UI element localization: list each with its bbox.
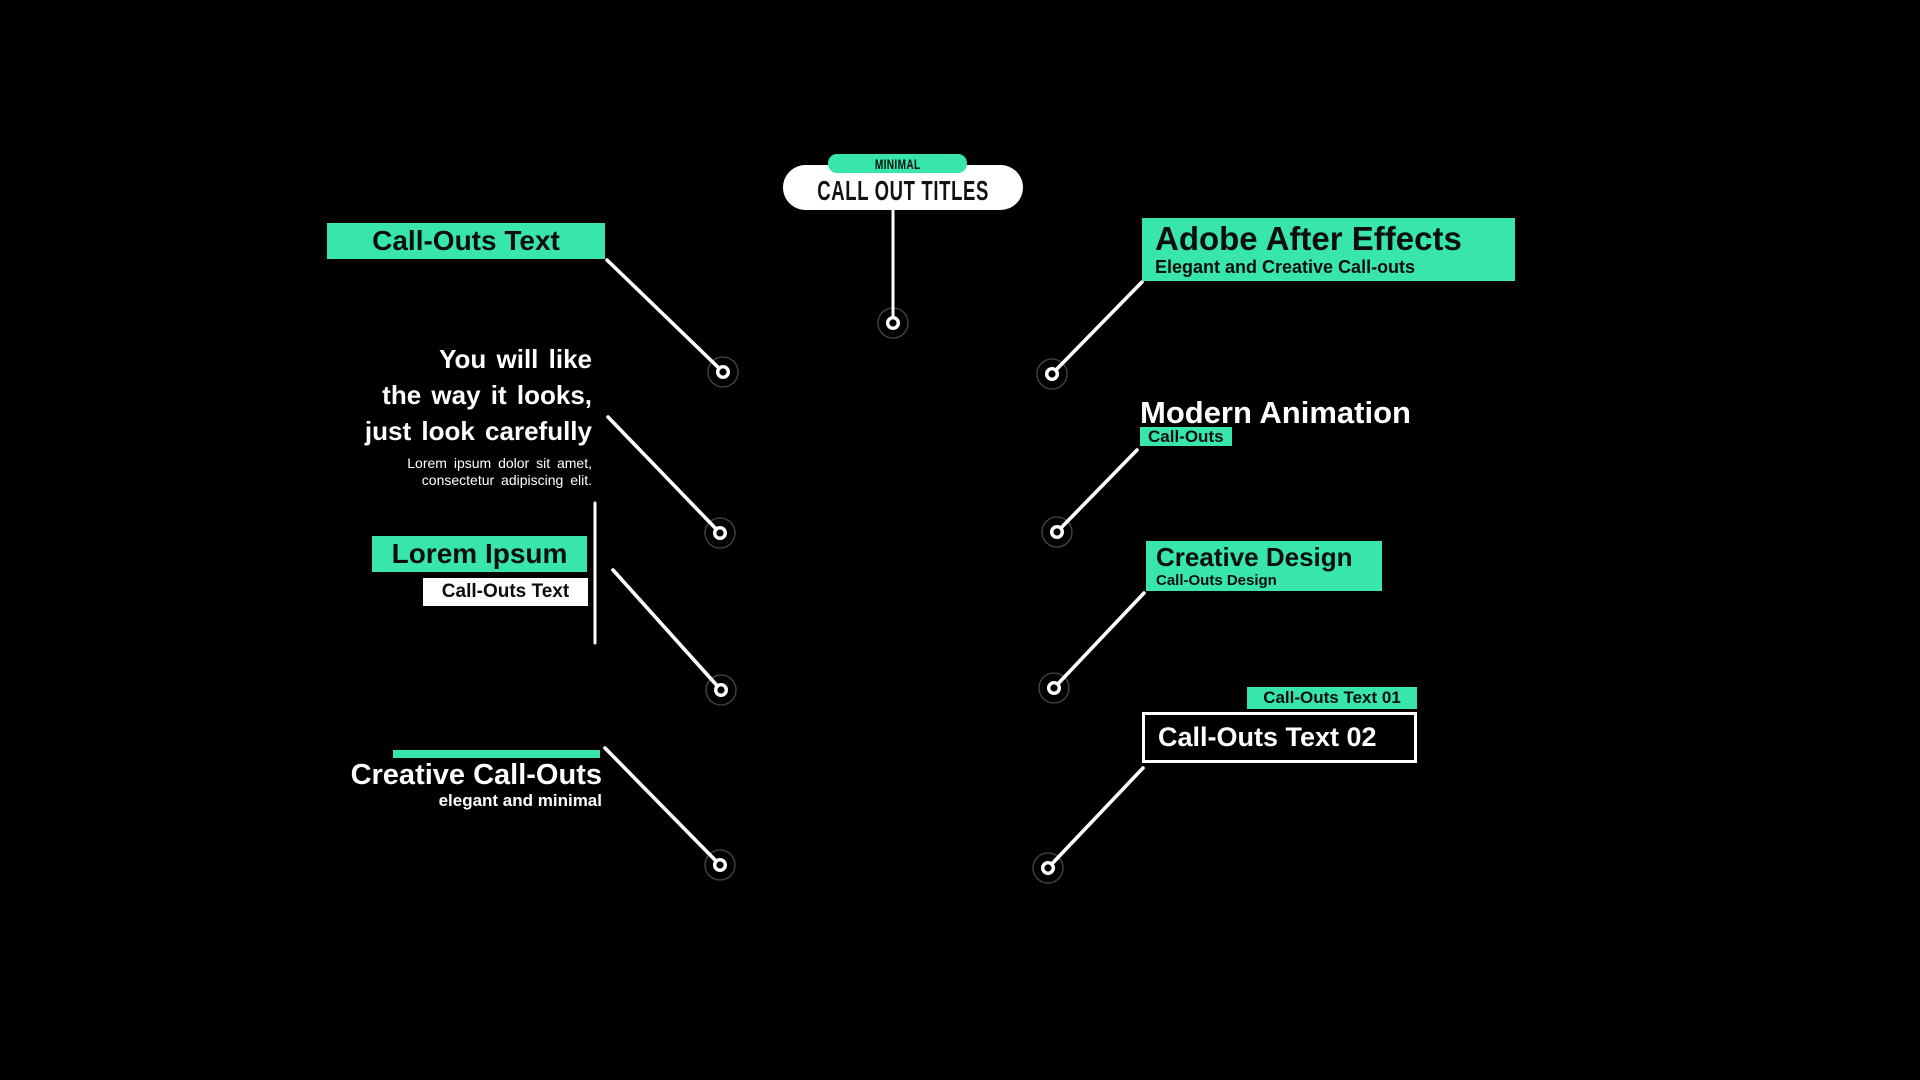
callout-left-1-label: Call-Outs Text — [372, 225, 560, 256]
callout-left-1-label-box: Call-Outs Text — [327, 223, 605, 259]
callout-right-4-outlined-box: Call-Outs Text 02 — [1142, 712, 1417, 763]
callout-right-1-box: Adobe After Effects Elegant and Creative… — [1142, 218, 1515, 281]
callout-right-3-box: Creative Design Call-Outs Design — [1146, 541, 1382, 591]
callout-left-2-caption-2: consectetur adipiscing elit. — [421, 472, 592, 488]
callout-left-2-caption-1: Lorem ipsum dolor sit amet, — [407, 455, 592, 471]
callout-left-2-line-2: the way it looks, — [382, 380, 592, 410]
callout-right-4-badge: Call-Outs Text 01 — [1247, 687, 1417, 709]
connector-line-right-2 — [1055, 448, 1139, 534]
callout-left-4-title: Creative Call-Outs — [350, 759, 602, 791]
anchor-dot-right-2 — [1049, 525, 1064, 540]
anchor-dot-right-3 — [1046, 681, 1061, 696]
connector-line-left-2 — [606, 415, 722, 535]
connector-line-left-4 — [603, 746, 722, 867]
anchor-halo-left-3 — [705, 674, 737, 706]
callout-right-1-subtitle: Elegant and Creative Call-outs — [1155, 257, 1416, 277]
header-badge: MINIMAL — [828, 154, 967, 173]
anchor-dot-center — [886, 316, 901, 331]
anchor-dot-right-4 — [1040, 861, 1055, 876]
callout-right-2-title: Modern Animation — [1140, 395, 1411, 430]
callout-left-4-accent-bar — [393, 750, 600, 758]
connector-line-right-1 — [1050, 280, 1144, 376]
anchor-halo-left-2 — [704, 517, 736, 549]
anchor-dot-left-2 — [713, 526, 728, 541]
callout-right-3-subtitle: Call-Outs Design — [1156, 572, 1277, 589]
callout-right-4-badge-label: Call-Outs Text 01 — [1263, 688, 1401, 707]
callout-left-4-text-block: Creative Call-Outs elegant and minimal — [300, 760, 602, 811]
connector-line-right-4 — [1046, 766, 1145, 870]
connector-line-right-3 — [1052, 591, 1146, 690]
anchor-halo-right-3 — [1038, 672, 1070, 704]
header-badge-label: MINIMAL — [874, 155, 921, 172]
callout-right-3-title: Creative Design — [1156, 542, 1353, 572]
callout-right-1-title: Adobe After Effects — [1155, 220, 1462, 257]
anchor-halo-left-4 — [704, 849, 736, 881]
callout-left-3-subtitle-box: Call-Outs Text — [423, 578, 588, 606]
header-title: CALL OUT TITLES — [817, 175, 989, 206]
anchor-dot-left-3 — [714, 683, 729, 698]
anchor-dot-left-1 — [716, 365, 731, 380]
callout-left-3-subtitle: Call-Outs Text — [441, 581, 570, 602]
callout-left-3-title-box: Lorem Ipsum — [372, 536, 587, 572]
anchor-halo-right-2 — [1041, 516, 1073, 548]
connector-line-left-3 — [611, 568, 723, 692]
anchor-dot-left-4 — [713, 858, 728, 873]
anchor-halo-right-4 — [1032, 852, 1064, 884]
callout-left-2-line-1: You will like — [439, 344, 592, 374]
callout-right-2-badge: Call-Outs — [1140, 427, 1232, 446]
connector-line-left-1 — [605, 258, 725, 374]
header-pill: CALL OUT TITLES — [783, 165, 1023, 210]
callout-left-2-line-3: just look carefully — [364, 416, 592, 446]
callout-left-3-title: Lorem Ipsum — [391, 538, 568, 569]
anchor-halo-left-1 — [707, 356, 739, 388]
callout-left-2-text-block: You will like the way it looks, just loo… — [300, 341, 592, 489]
callout-right-4-label: Call-Outs Text 02 — [1158, 722, 1377, 752]
callout-right-2-badge-label: Call-Outs — [1148, 426, 1224, 446]
anchor-halo-right-1 — [1036, 358, 1068, 390]
anchor-dot-right-1 — [1044, 367, 1059, 382]
callout-left-4-subtitle: elegant and minimal — [438, 791, 602, 810]
